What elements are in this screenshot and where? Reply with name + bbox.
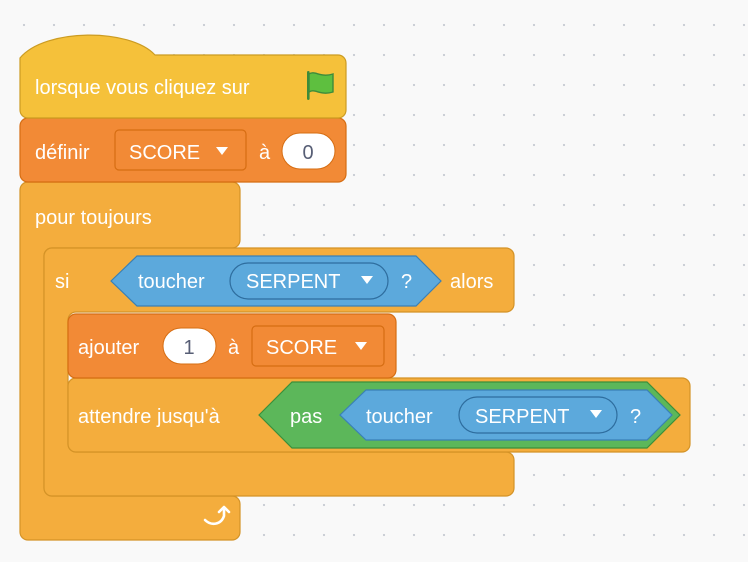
change-variable-block[interactable]: ajouter 1 à SCORE [67,313,397,379]
then-label: alors [450,271,493,293]
dropdown-caret-icon [590,410,602,418]
dropdown-caret-icon [355,342,367,350]
forever-block[interactable]: pour toujours [19,181,241,541]
if-label: si [55,271,69,293]
sprite-dropdown[interactable]: SERPENT [229,262,389,300]
set-value-input[interactable]: 0 [281,132,336,170]
touching-block-not[interactable]: toucher SERPENT ? [339,389,673,441]
variable-dropdown-value: SCORE [129,142,200,164]
event-label: lorsque vous cliquez sur [35,77,250,99]
touching-question: ? [401,271,412,293]
wait-until-label: attendre jusqu'à [78,406,221,428]
sprite-dropdown-value: SERPENT [246,271,340,293]
forever-label: pour toujours [35,207,152,229]
set-label: définir [35,142,90,164]
loop-arrow-icon [203,505,231,526]
change-value-input[interactable]: 1 [162,327,217,365]
change-connector: à [228,337,240,359]
touching-label: toucher [138,271,205,293]
change-label: ajouter [78,337,139,359]
touching-block-if[interactable]: toucher SERPENT ? [110,255,442,307]
set-variable-block[interactable]: définir SCORE à 0 [19,117,347,183]
dropdown-caret-icon [216,147,228,155]
dropdown-caret-icon [361,276,373,284]
not-label: pas [290,406,322,428]
green-flag-icon [307,71,334,100]
set-connector: à [259,142,271,164]
when-flag-clicked-block[interactable]: lorsque vous cliquez sur [19,34,347,119]
variable-dropdown[interactable]: SCORE [251,325,385,367]
touching-label: toucher [366,406,433,428]
change-value: 1 [183,337,194,359]
set-value: 0 [302,142,313,164]
sprite-dropdown[interactable]: SERPENT [458,396,618,434]
variable-dropdown[interactable]: SCORE [114,129,247,171]
variable-dropdown-value: SCORE [266,337,337,359]
touching-question: ? [630,406,641,428]
sprite-dropdown-value: SERPENT [475,406,569,428]
